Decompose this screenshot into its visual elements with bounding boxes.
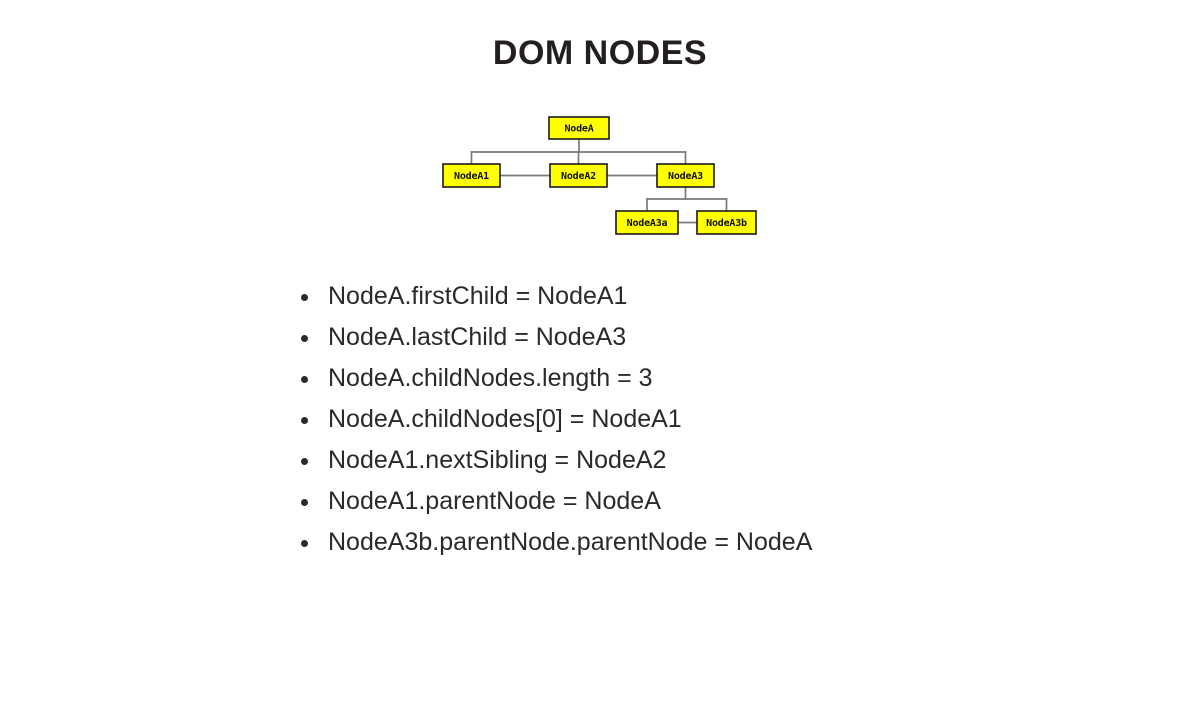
bullet-icon	[301, 416, 308, 424]
tree-node-nodea3a[interactable]: NodeA3a	[615, 210, 679, 235]
bullet-icon	[301, 498, 308, 506]
tree-node-label: NodeA3	[668, 171, 703, 182]
tree-node-box	[549, 163, 608, 188]
list-item: NodeA3b.parentNode.parentNode = NodeA	[300, 522, 812, 563]
tree-node-nodea3[interactable]: NodeA3	[656, 163, 715, 188]
tree-node-nodea3b[interactable]: NodeA3b	[696, 210, 757, 235]
bullet-icon	[301, 375, 308, 383]
tree-node-nodea2[interactable]: NodeA2	[549, 163, 608, 188]
tree-node-nodea[interactable]: NodeA	[548, 116, 610, 140]
tree-node-box	[442, 163, 501, 188]
bullet-icon	[301, 293, 308, 301]
tree-node-label: NodeA3b	[706, 218, 747, 229]
tree-node-box	[696, 210, 757, 235]
tree-node-label: NodeA2	[561, 171, 596, 182]
tree-node-nodea1[interactable]: NodeA1	[442, 163, 501, 188]
tree-node-label: NodeA	[564, 124, 593, 135]
bullet-icon	[301, 457, 308, 465]
dom-property-text: NodeA.firstChild = NodeA1	[328, 282, 628, 310]
list-item: NodeA.childNodes.length = 3	[300, 358, 812, 399]
tree-node-box	[615, 210, 679, 235]
bullet-icon	[301, 334, 308, 342]
list-item: NodeA1.nextSibling = NodeA2	[300, 440, 812, 481]
dom-property-text: NodeA.lastChild = NodeA3	[328, 323, 627, 351]
list-item: NodeA.firstChild = NodeA1	[300, 276, 812, 317]
tree-node-label: NodeA3a	[627, 218, 668, 229]
list-item: NodeA.childNodes[0] = NodeA1	[300, 399, 812, 440]
tree-node-box	[656, 163, 715, 188]
list-item: NodeA1.parentNode = NodeA	[300, 481, 812, 522]
dom-property-text: NodeA3b.parentNode.parentNode = NodeA	[328, 528, 813, 556]
bullet-icon	[301, 539, 308, 547]
tree-connector-lines	[470, 138, 728, 224]
dom-property-text: NodeA1.parentNode = NodeA	[328, 487, 661, 515]
list-item: NodeA.lastChild = NodeA3	[300, 317, 812, 358]
page-title: DOM NODES	[492, 34, 708, 72]
dom-property-text: NodeA1.nextSibling = NodeA2	[328, 446, 667, 474]
tree-node-box	[548, 116, 610, 140]
tree-node-label: NodeA1	[454, 171, 489, 182]
dom-property-text: NodeA.childNodes[0] = NodeA1	[328, 405, 682, 433]
dom-property-text: NodeA.childNodes.length = 3	[328, 364, 653, 392]
